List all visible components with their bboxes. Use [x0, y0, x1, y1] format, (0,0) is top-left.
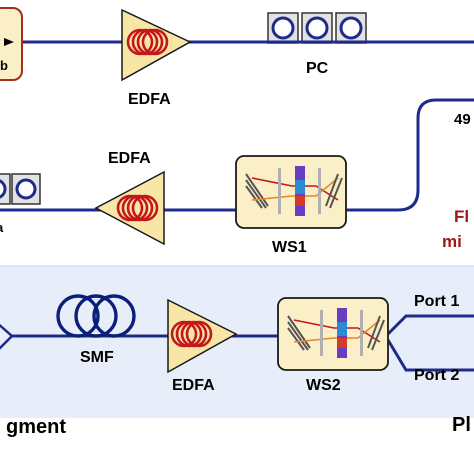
waveshaper-ws1: WS1 [235, 155, 347, 256]
spool-loop [92, 294, 136, 338]
pc-paddle-ring [305, 16, 329, 40]
lcos-stripe [337, 338, 347, 348]
pc-paddle-ring [339, 16, 363, 40]
fiber-route-port2 [386, 339, 474, 372]
lens [318, 168, 321, 214]
edge-label-red-1: Fl [454, 207, 469, 226]
ws2-label: WS2 [306, 377, 341, 394]
pc-paddle-ring [15, 178, 37, 200]
pc-paddle-ring [271, 16, 295, 40]
pc-label: PC [306, 60, 329, 77]
edfa-amplifier-top: EDFA [121, 8, 192, 108]
port1-label: Port 1 [414, 293, 459, 310]
edfa-amplifier-mid: EDFA [94, 150, 165, 246]
smf-label: SMF [80, 349, 114, 366]
polarization-controller-left: a [0, 173, 41, 235]
waveshaper-grating-icon [287, 308, 385, 358]
waveshaper-ws2: WS2 [277, 297, 389, 394]
fiber-coil-icon [116, 194, 159, 222]
edge-label-red-2: mi [442, 232, 462, 251]
smf-spool: SMF [56, 294, 136, 366]
fiber-coil-icon [170, 320, 213, 348]
edfa-label-bottom: EDFA [172, 377, 215, 394]
left-mid-fragment: a [0, 220, 4, 235]
source-module: b [0, 7, 23, 81]
grating-left [245, 173, 269, 209]
edfa-label-top: EDFA [128, 91, 171, 108]
grating-right [325, 173, 343, 209]
waveshaper-box [235, 155, 347, 229]
bottom-right-caption: Pl [452, 414, 471, 436]
coil-loop [131, 194, 159, 222]
spool-loop [56, 294, 100, 338]
edfa-triangle-icon [94, 170, 165, 246]
pc-paddle-ring [0, 179, 7, 199]
arrow-icon [4, 38, 14, 46]
fiber-coil-icon [126, 28, 169, 56]
lcos-stripe [337, 322, 347, 336]
lcos-stripe [295, 180, 305, 194]
edfa-label-mid: EDFA [108, 150, 151, 167]
polarization-controller-icon [267, 12, 367, 44]
lens [320, 310, 323, 356]
coil-loop [185, 320, 213, 348]
grating-left [287, 315, 311, 351]
fiber-spool-icon [56, 294, 136, 338]
grating-right [367, 315, 385, 351]
port2-label: Port 2 [414, 367, 459, 384]
lcos-stripe [295, 196, 305, 206]
fiber-route [346, 98, 474, 212]
edfa-amplifier-bottom: EDFA [167, 298, 238, 394]
ws1-label: WS1 [272, 239, 307, 256]
coil-loop [141, 28, 169, 56]
coupler-diamond-icon [0, 323, 14, 350]
polarization-controller-icon [0, 173, 41, 205]
spool-loop [74, 294, 118, 338]
bottom-left-caption: gment [6, 416, 66, 438]
edge-label-top: 49 [454, 111, 471, 128]
right-edge-module: 49 Fl mi [346, 98, 474, 251]
fiber-route-port1 [386, 314, 474, 336]
source-label-fragment: b [0, 58, 8, 73]
source-box [0, 7, 23, 81]
bottom-section-background [0, 266, 474, 418]
lens [278, 168, 281, 214]
waveshaper-box [277, 297, 389, 371]
lens [360, 310, 363, 356]
waveshaper-grating-icon [245, 166, 343, 216]
polarization-controller: PC [266, 12, 370, 77]
